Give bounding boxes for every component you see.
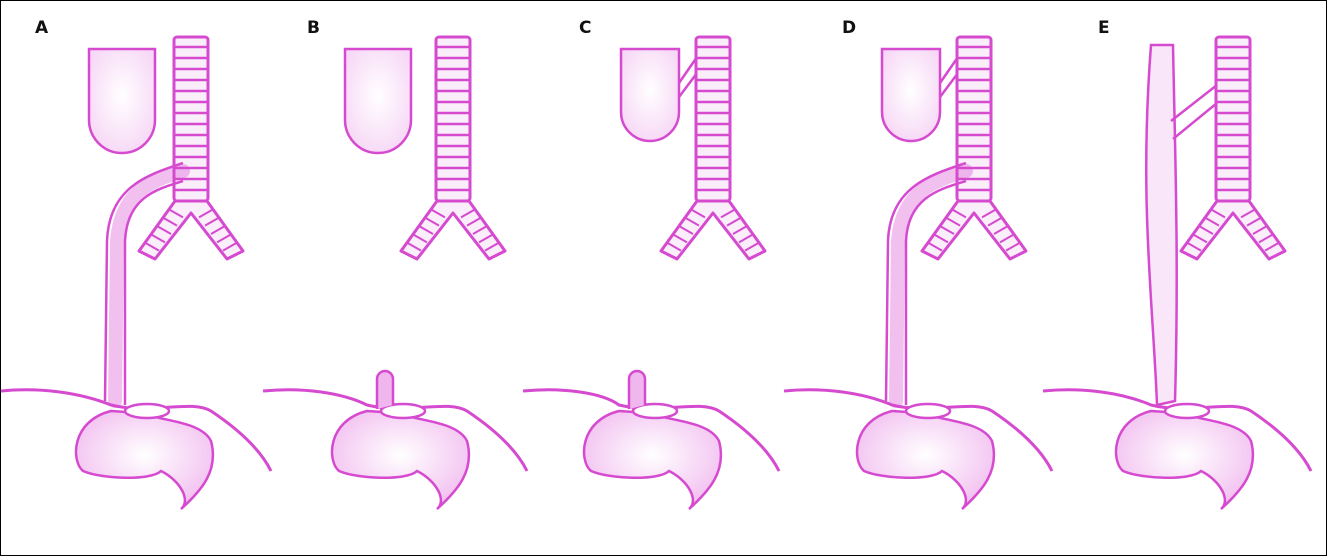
- stomach-opening: [906, 404, 950, 418]
- panel-b: B: [263, 1, 528, 555]
- trachea: [696, 37, 730, 201]
- panel-a: A: [1, 1, 266, 555]
- continuous-esophagus: [1146, 45, 1176, 405]
- bronchi: [401, 201, 505, 259]
- distal-esophagus-stub: [377, 371, 393, 409]
- stomach: [857, 411, 994, 509]
- distal-esophagus-stub: [629, 371, 645, 409]
- stomach: [1116, 411, 1253, 509]
- stomach: [76, 411, 213, 509]
- tracheoesophageal-fistula-proximal: [940, 57, 958, 97]
- upper-esophageal-pouch: [882, 49, 940, 141]
- diagram-a: [1, 1, 266, 555]
- bronchi: [1181, 201, 1285, 259]
- stomach: [332, 411, 469, 509]
- h-type-fistula: [1171, 85, 1217, 139]
- bronchi: [922, 201, 1026, 259]
- bronchi: [139, 201, 243, 259]
- diagram-b: [263, 1, 528, 555]
- trachea: [1216, 37, 1250, 201]
- bronchi: [661, 201, 765, 259]
- tracheoesophageal-fistula-proximal: [679, 57, 697, 97]
- diagram-c: [523, 1, 788, 555]
- stomach-opening: [125, 404, 169, 418]
- stomach: [584, 411, 721, 509]
- stomach-opening: [1165, 404, 1209, 418]
- upper-esophageal-pouch: [89, 49, 155, 153]
- panel-d: D: [784, 1, 1049, 555]
- panel-c: C: [523, 1, 788, 555]
- upper-esophageal-pouch: [345, 49, 411, 153]
- upper-esophageal-pouch: [621, 49, 679, 141]
- diagram-d: [784, 1, 1049, 555]
- panel-e: E: [1043, 1, 1308, 555]
- diagram-e: [1043, 1, 1308, 555]
- trachea: [436, 37, 470, 201]
